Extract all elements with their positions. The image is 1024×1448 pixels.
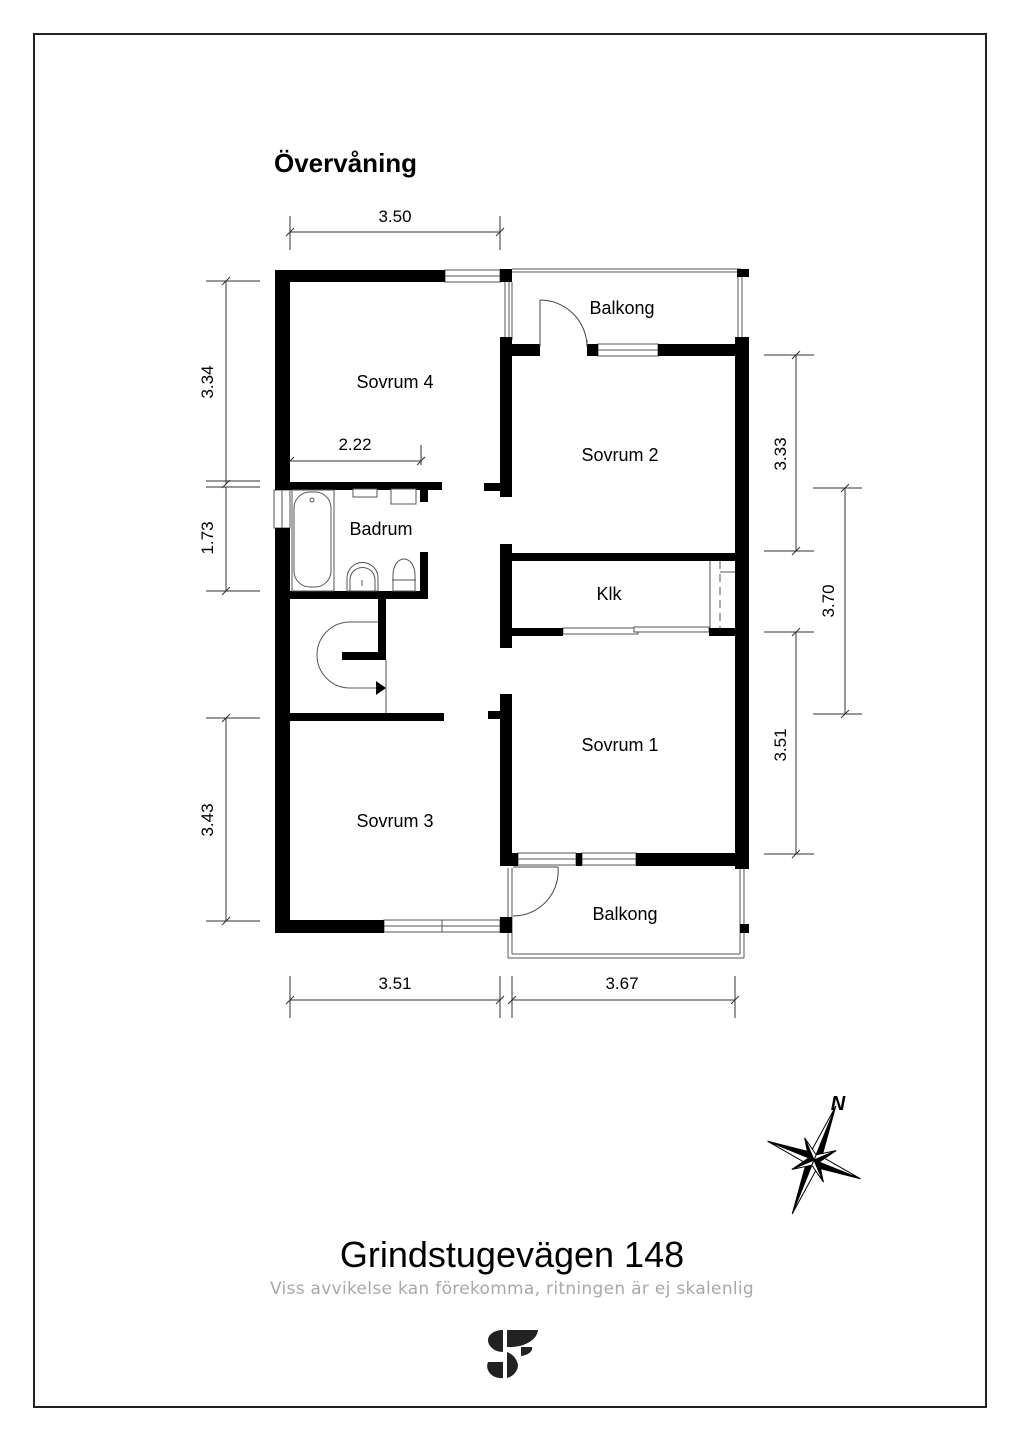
balcony-outlines	[504, 268, 745, 959]
room-sovrum-1: Sovrum 1	[581, 735, 658, 755]
compass-north-label: N	[831, 1093, 846, 1115]
room-sovrum-2: Sovrum 2	[581, 445, 658, 465]
dimension-lines	[206, 216, 862, 1018]
walls	[275, 269, 749, 933]
page-border	[33, 33, 987, 1408]
dim-left-sovrum3: 3.43	[198, 803, 217, 836]
dim-bottom-right: 3.67	[605, 974, 638, 993]
room-balkong-south: Balkong	[592, 904, 657, 924]
dim-sovrum4-inner: 2.22	[338, 435, 371, 454]
dim-left-badrum: 1.73	[198, 521, 217, 554]
disclaimer-text: Viss avvikelse kan förekomma, ritningen …	[269, 1279, 755, 1299]
compass-rose-icon	[767, 1105, 861, 1215]
dim-bottom-left: 3.51	[378, 974, 411, 993]
company-logo-icon	[487, 1329, 538, 1379]
room-sovrum-3: Sovrum 3	[356, 811, 433, 831]
room-balkong-north: Balkong	[589, 298, 654, 318]
room-klk: Klk	[596, 584, 622, 604]
room-badrum: Badrum	[349, 519, 412, 539]
windows	[273, 269, 710, 933]
room-sovrum-4: Sovrum 4	[356, 372, 433, 392]
doors	[512, 299, 588, 917]
dim-right-sovrum2: 3.33	[771, 437, 790, 470]
dim-top-width: 3.50	[378, 207, 411, 226]
closet-detail	[709, 561, 735, 628]
dim-right-middle: 3.70	[819, 584, 838, 617]
floor-title: Övervåning	[274, 148, 418, 178]
dim-left-sovrum4: 3.34	[198, 365, 217, 398]
bathroom-fixtures	[291, 488, 417, 592]
dim-right-sovrum1: 3.51	[771, 728, 790, 761]
stair-arrow	[316, 621, 387, 713]
address-title: Grindstugevägen 148	[339, 1234, 685, 1275]
